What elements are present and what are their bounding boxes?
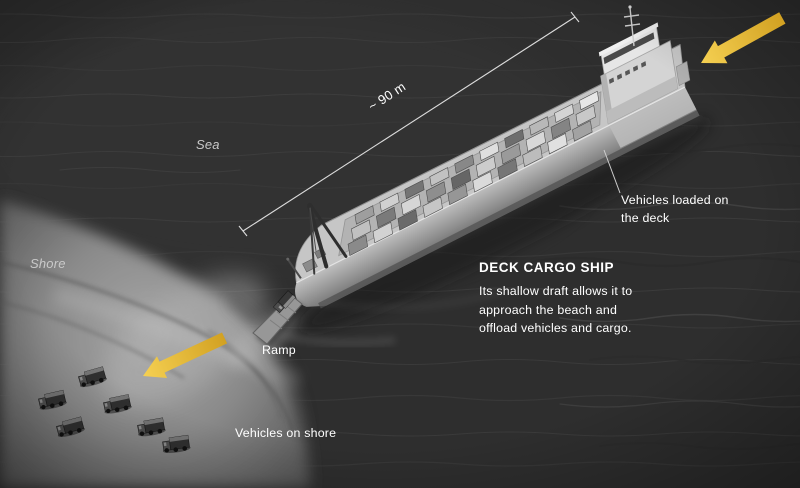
diagram-title: DECK CARGO SHIP xyxy=(479,260,615,275)
shore-label: Shore xyxy=(30,256,66,271)
offload-arrow xyxy=(143,332,228,379)
vehicles-loaded-label: Vehicles loaded on the deck xyxy=(621,193,729,225)
ramp-label: Ramp xyxy=(262,343,296,357)
diagram-description: Its shallow draft allows it to approach … xyxy=(479,284,633,336)
sea-label: Sea xyxy=(196,137,220,152)
approach-arrow xyxy=(701,12,786,64)
vehicles-on-shore-label: Vehicles on shore xyxy=(235,426,337,440)
